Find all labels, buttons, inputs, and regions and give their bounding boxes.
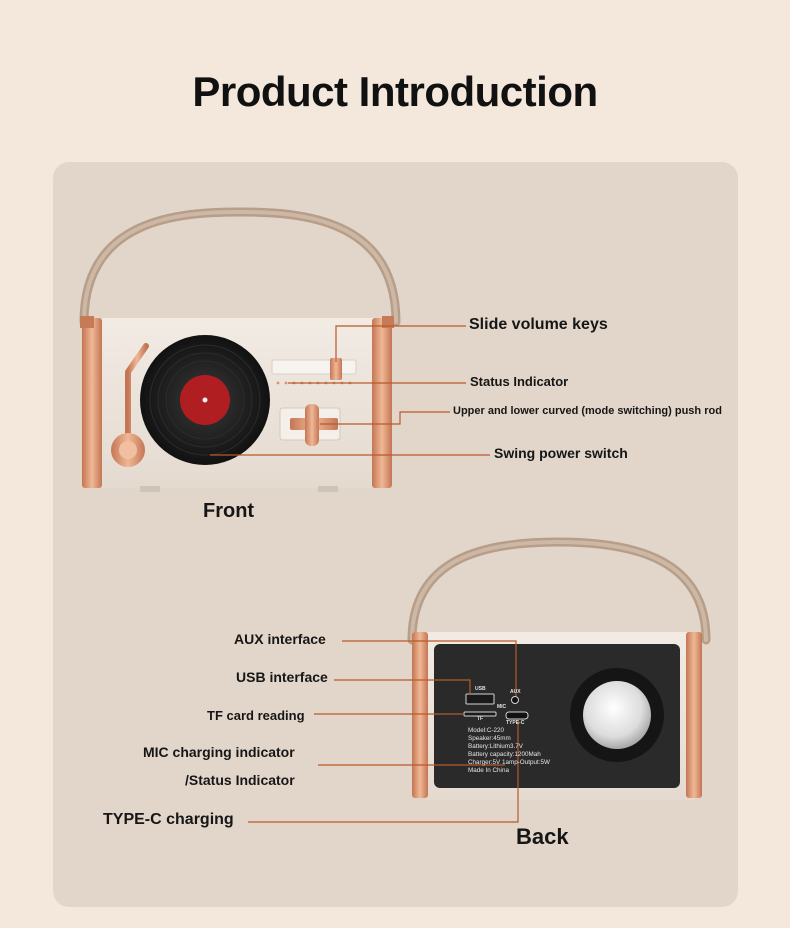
type-c-charging-label: TYPE-C charging	[103, 811, 234, 828]
front-leader-lines	[210, 325, 490, 456]
panel-usb-label: USB	[475, 686, 486, 692]
usb-interface-label: USB interface	[236, 669, 328, 685]
swing-power-switch-label: Swing power switch	[494, 445, 628, 461]
status-indicator-label: Status Indicator	[470, 374, 569, 389]
spec-line: Battery:Lithium3.7V	[468, 743, 523, 750]
mic-status-indicator-label: /Status Indicator	[185, 772, 295, 788]
mic-charging-indicator-label: MIC charging indicator	[143, 744, 295, 760]
front-device	[79, 207, 401, 492]
spec-line: Battery capacity:1200Mah	[468, 751, 541, 758]
spec-line: Model:C-220	[468, 727, 505, 734]
front-caption: Front	[203, 500, 255, 522]
back-leader-lines	[248, 640, 519, 823]
spec-block: Model:C-220 Speaker:45mm Battery:Lithium…	[468, 727, 550, 775]
aux-interface-label: AUX interface	[234, 631, 326, 647]
slide-volume-keys-label: Slide volume keys	[469, 316, 608, 333]
spec-line: Speaker:45mm	[468, 735, 511, 742]
back-caption: Back	[516, 824, 569, 849]
panel-aux-label: AUX	[510, 689, 521, 695]
tf-card-reading-label: TF card reading	[207, 708, 305, 723]
spec-line: Made In China	[468, 767, 509, 774]
back-device	[407, 537, 711, 800]
push-rod-label: Upper and lower curved (mode switching) …	[453, 405, 722, 417]
page-title: Product Introduction	[192, 68, 598, 115]
spec-line: Charger:5V 1amp-Output:5W	[468, 759, 550, 766]
panel-typec-label: TYPE-C	[506, 720, 525, 726]
panel-tf-label: TF	[477, 716, 484, 722]
panel-mic-label: MIC	[497, 704, 507, 710]
